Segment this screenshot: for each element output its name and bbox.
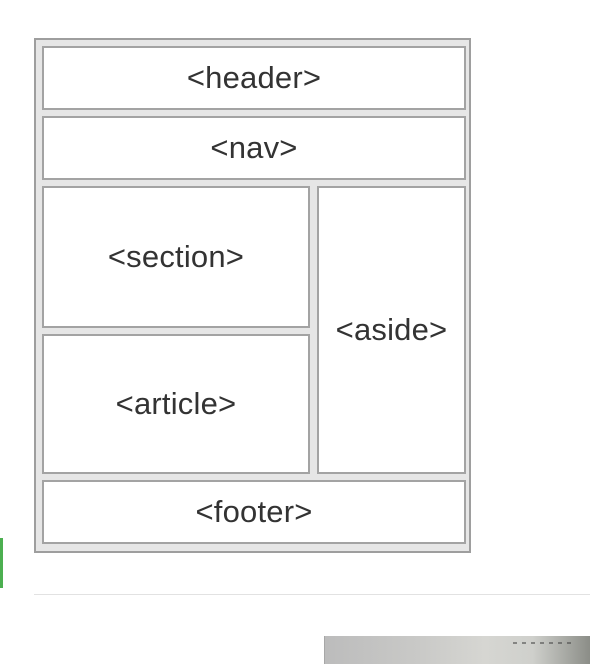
article-label: <article>: [115, 386, 237, 421]
aside-box: <aside>: [317, 186, 466, 474]
left-accent-bar: [0, 538, 3, 588]
header-label: <header>: [186, 60, 322, 95]
footer-box: <footer>: [42, 480, 466, 544]
article-box: <article>: [42, 334, 310, 474]
nav-box: <nav>: [42, 116, 466, 180]
section-box: <section>: [42, 186, 310, 328]
aside-label: <aside>: [335, 312, 448, 347]
footer-label: <footer>: [195, 494, 313, 529]
partial-image-thumbnail: [324, 636, 590, 664]
horizontal-divider: [34, 594, 590, 595]
header-box: <header>: [42, 46, 466, 110]
section-label: <section>: [107, 239, 245, 274]
html5-layout-diagram: <header> <nav> <section> <article> <asid…: [34, 38, 471, 553]
nav-label: <nav>: [210, 130, 298, 165]
